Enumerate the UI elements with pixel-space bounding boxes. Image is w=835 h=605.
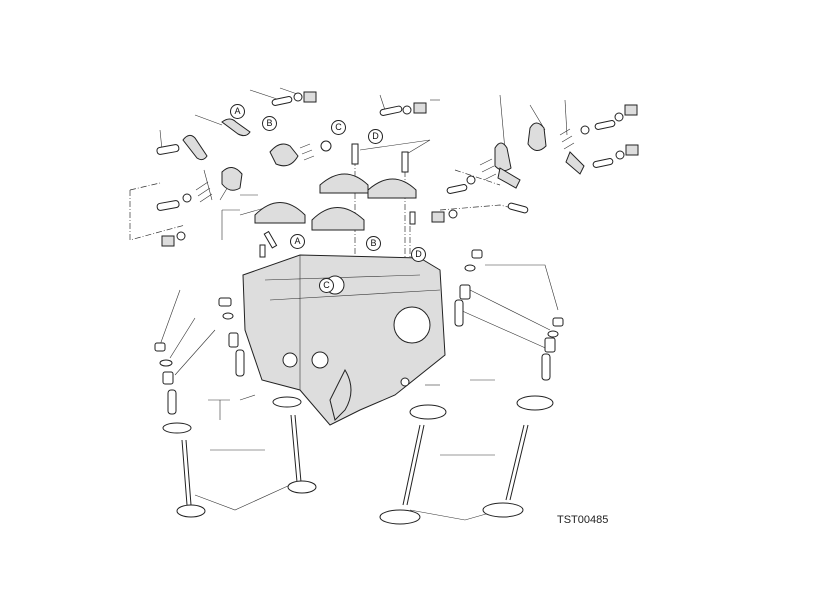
callout-d-lower: D — [411, 247, 426, 262]
callout-b-lower: B — [366, 236, 381, 251]
callout-d: D — [368, 129, 383, 144]
callout-b: B — [262, 116, 277, 131]
callout-c-lower: C — [319, 278, 334, 293]
plate-number: TST00485 — [557, 514, 609, 526]
callout-a: A — [230, 104, 245, 119]
cylinder-head — [242, 230, 446, 426]
valves — [154, 249, 564, 525]
callout-c: C — [331, 120, 346, 135]
camshaft-caps — [254, 173, 417, 231]
callout-a-lower: A — [290, 234, 305, 249]
rocker-arm-parts — [156, 91, 639, 247]
